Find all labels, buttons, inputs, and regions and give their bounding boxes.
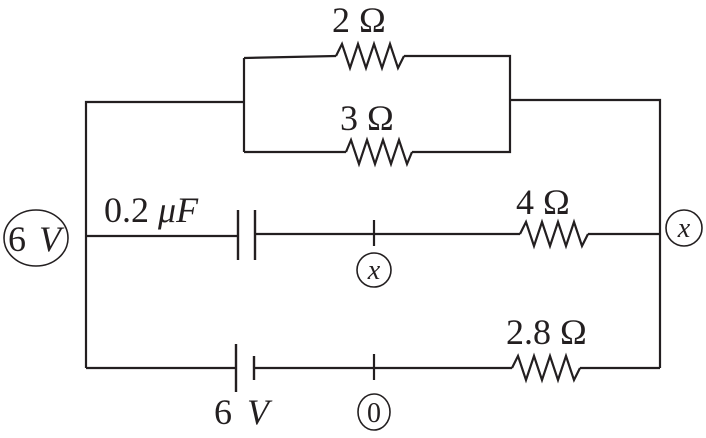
label-capacitance-unit: μF: [157, 190, 199, 230]
label-battery-emf: 6 V: [214, 392, 273, 432]
label-capacitance: 0.2 μF: [104, 190, 199, 230]
node-bottom-ring: [357, 393, 391, 431]
resistor-2-8-ohm: [511, 352, 581, 384]
label-2-8-ohm: 2.8 Ω: [506, 312, 587, 352]
battery-branch: [86, 344, 660, 392]
node-right-label: x: [677, 213, 691, 244]
node-right-ring: [665, 209, 703, 247]
label-2-ohm: 2 Ω: [332, 0, 386, 40]
node-left-unit: V: [39, 219, 65, 259]
node-bottom-label: 0: [367, 398, 381, 429]
wire-branch-top-right: [404, 54, 512, 100]
capacitor-branch: [86, 210, 660, 260]
node-bottom-potential: 0: [357, 393, 391, 431]
node-left-ring: [3, 209, 69, 267]
label-battery-value: 6: [214, 392, 232, 432]
node-mid-label: x: [367, 255, 381, 286]
wire-left-top: [84, 100, 244, 368]
node-left-label: 6 V: [8, 219, 65, 259]
node-left-potential: 6 V: [3, 209, 69, 267]
wire-branch-top: [243, 54, 337, 60]
node-mid-potential: x: [356, 252, 392, 288]
wire-branch-mid-right: [412, 100, 512, 154]
wire-right-top: [510, 98, 662, 368]
node-right-potential: x: [665, 209, 703, 247]
resistor-2-ohm: [335, 40, 405, 72]
label-3-ohm: 3 Ω: [340, 98, 394, 138]
node-left-value: 6: [8, 219, 26, 259]
resistor-4-ohm: [519, 218, 589, 250]
resistor-3-ohm: [344, 136, 414, 168]
label-capacitance-value: 0.2: [104, 190, 149, 230]
parallel-resistor-block: [84, 40, 662, 368]
label-battery-unit: V: [247, 392, 273, 432]
node-mid-ring: [356, 252, 392, 288]
label-4-ohm: 4 Ω: [516, 182, 570, 222]
